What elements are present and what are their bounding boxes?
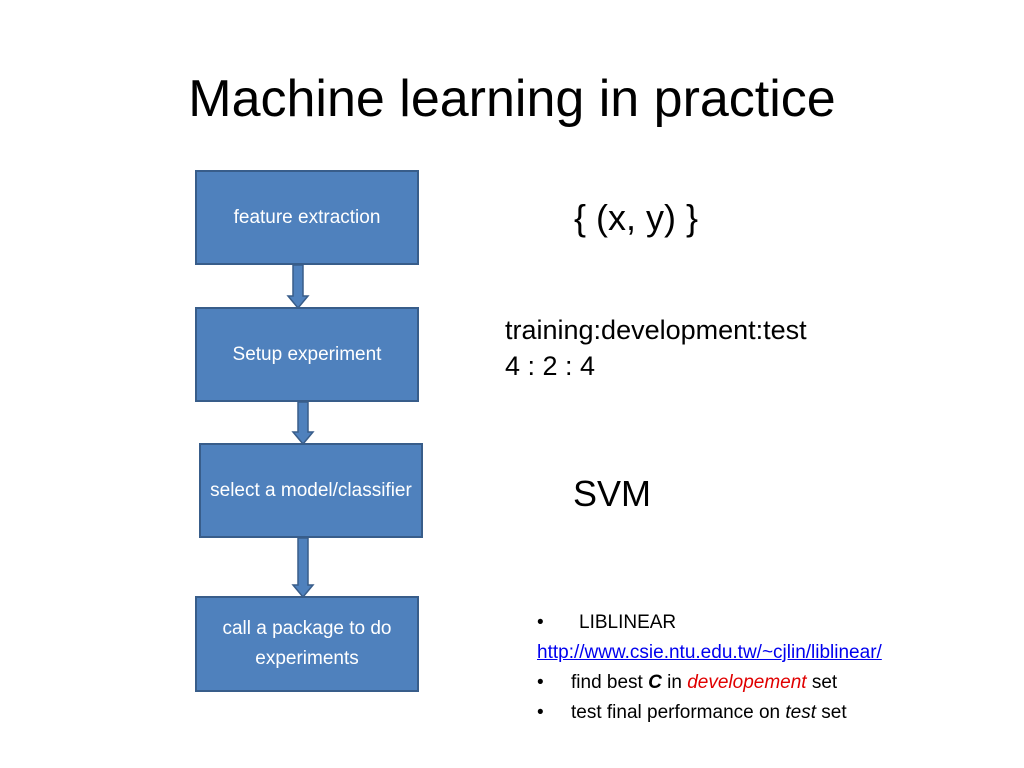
bullet-glyph: • [537, 672, 544, 693]
flow-step-label: Setup experiment [232, 343, 382, 365]
flow-step-label: call a package to do experiments [222, 618, 392, 669]
flow-step-feature-extraction: feature extraction [195, 170, 419, 265]
bullet-item-find-best-c: • find best C in developement set [537, 668, 1017, 698]
down-arrow-icon [286, 265, 310, 309]
bullet-text: set [816, 702, 847, 723]
bullet-text: find best [571, 672, 649, 693]
bullet-text: in [661, 672, 688, 693]
bullet-text: set [806, 672, 838, 693]
flow-step-call-package: call a package to do experiments [195, 596, 419, 692]
data-split-label: training:development:test [505, 315, 807, 345]
bullet-item-test-final: • test final performance on test set [537, 698, 1017, 728]
bullet-highlight: developement [687, 672, 807, 693]
flow-step-select-model: select a model/classifier [199, 443, 423, 538]
data-split: training:development:test 4 : 2 : 4 [505, 312, 807, 384]
data-split-ratio: 4 : 2 : 4 [505, 351, 596, 381]
flow-step-label: feature extraction [233, 206, 381, 228]
liblinear-link[interactable]: http://www.csie.ntu.edu.tw/~cjlin/liblin… [537, 642, 882, 663]
bullet-glyph: • [537, 702, 544, 723]
bullet-item-liblinear: • LIBLINEAR [537, 608, 1017, 638]
down-arrow-icon [291, 538, 315, 598]
bullet-list: • LIBLINEAR http://www.csie.ntu.edu.tw/~c… [537, 608, 1017, 728]
bullet-text: test final performance on [571, 702, 786, 723]
data-notation: { (x, y) } [574, 197, 699, 238]
bullet-text: LIBLINEAR [579, 612, 677, 633]
model-name: SVM [573, 473, 652, 514]
bullet-emph-test: test [785, 702, 817, 723]
flow-step-setup-experiment: Setup experiment [195, 307, 419, 402]
bullet-glyph: • [537, 612, 544, 633]
slide-title: Machine learning in practice [188, 70, 836, 128]
down-arrow-icon [291, 402, 315, 445]
bullet-link-row: http://www.csie.ntu.edu.tw/~cjlin/liblin… [537, 638, 1017, 668]
bullet-emph-c: C [648, 672, 662, 693]
flow-step-label: select a model/classifier [210, 479, 412, 501]
